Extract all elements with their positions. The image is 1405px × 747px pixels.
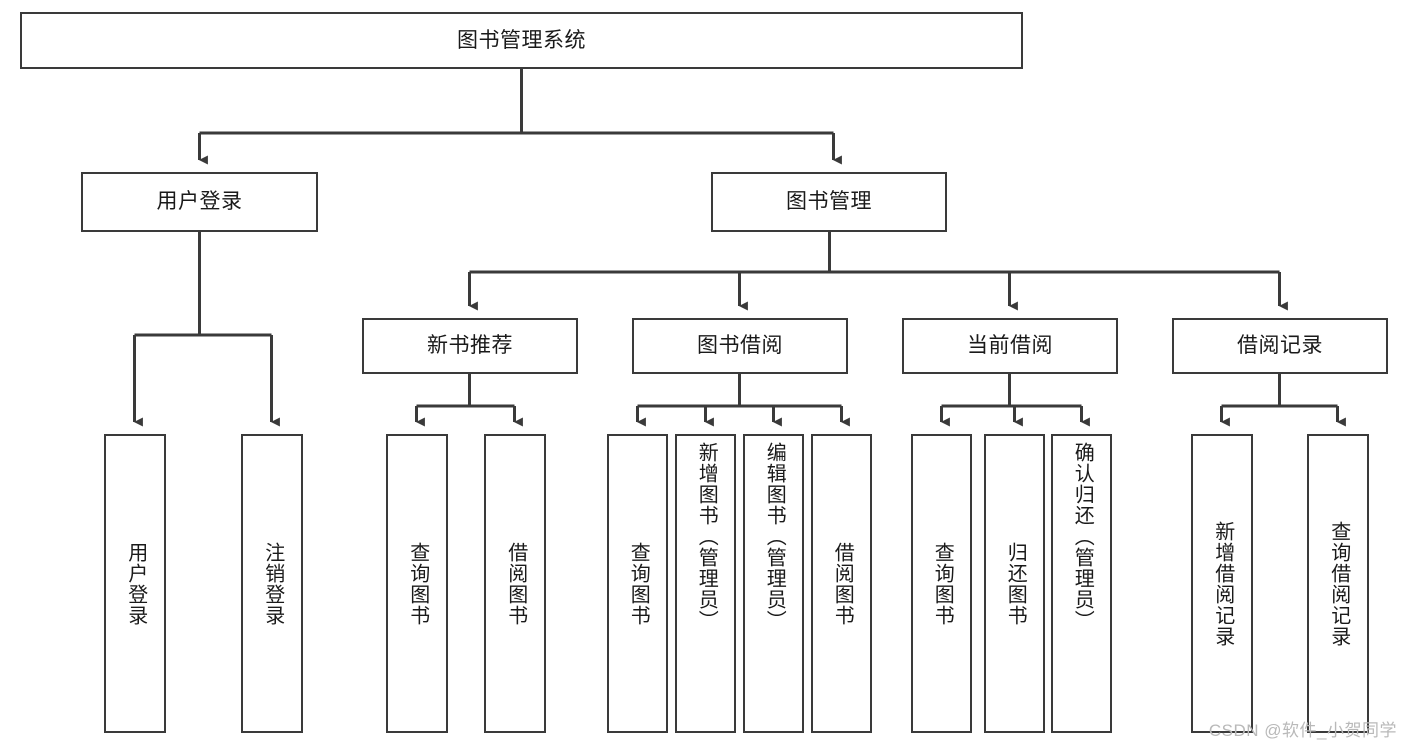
leaf-query-book-3[interactable]: 查询图书 [911,434,972,733]
leaf-user-logout-label: 注销登录 [261,541,284,626]
node-book-borrow[interactable]: 图书借阅 [632,318,848,374]
node-current-borrow[interactable]: 当前借阅 [902,318,1118,374]
leaf-query-book-2[interactable]: 查询图书 [607,434,668,733]
leaf-query-book-2-label: 查询图书 [627,541,650,626]
watermark-text: CSDN @软件_小贺同学 [1208,721,1397,740]
leaf-user-logout[interactable]: 注销登录 [241,434,303,733]
leaf-user-login[interactable]: 用户登录 [104,434,166,733]
node-user-login[interactable]: 用户登录 [81,172,318,232]
leaf-confirm-return-label: 确认归还（管理员） [1071,442,1094,631]
leaf-add-book-label: 新增图书（管理员） [695,442,718,631]
leaf-query-book-3-label: 查询图书 [931,541,954,626]
leaf-query-borrow-record[interactable]: 查询借阅记录 [1307,434,1369,733]
leaf-add-borrow-record[interactable]: 新增借阅记录 [1191,434,1253,733]
leaf-return-book-label: 归还图书 [1004,541,1027,626]
node-new-book-recommend[interactable]: 新书推荐 [362,318,578,374]
node-book-borrow-label: 图书借阅 [697,334,783,358]
leaf-borrow-book-2[interactable]: 借阅图书 [811,434,872,733]
leaf-query-book-1[interactable]: 查询图书 [386,434,448,733]
node-book-management[interactable]: 图书管理 [711,172,947,232]
leaf-edit-book[interactable]: 编辑图书（管理员） [743,434,804,733]
node-root-label: 图书管理系统 [457,28,586,52]
leaf-borrow-book-1[interactable]: 借阅图书 [484,434,546,733]
leaf-add-book[interactable]: 新增图书（管理员） [675,434,736,733]
leaf-borrow-book-1-label: 借阅图书 [504,541,527,626]
leaf-borrow-book-2-label: 借阅图书 [831,541,854,626]
leaf-query-book-1-label: 查询图书 [406,541,429,626]
node-borrow-record-label: 借阅记录 [1237,334,1323,358]
leaf-add-borrow-record-label: 新增借阅记录 [1211,520,1234,647]
node-user-login-label: 用户登录 [156,190,243,214]
leaf-edit-book-label: 编辑图书（管理员） [763,442,786,631]
node-root[interactable]: 图书管理系统 [20,12,1023,69]
node-borrow-record[interactable]: 借阅记录 [1172,318,1388,374]
node-book-management-label: 图书管理 [786,190,872,214]
leaf-confirm-return[interactable]: 确认归还（管理员） [1051,434,1112,733]
leaf-return-book[interactable]: 归还图书 [984,434,1045,733]
node-new-book-recommend-label: 新书推荐 [427,334,513,358]
leaf-user-login-label: 用户登录 [124,541,147,626]
node-current-borrow-label: 当前借阅 [967,334,1053,358]
leaf-query-borrow-record-label: 查询借阅记录 [1327,520,1350,647]
